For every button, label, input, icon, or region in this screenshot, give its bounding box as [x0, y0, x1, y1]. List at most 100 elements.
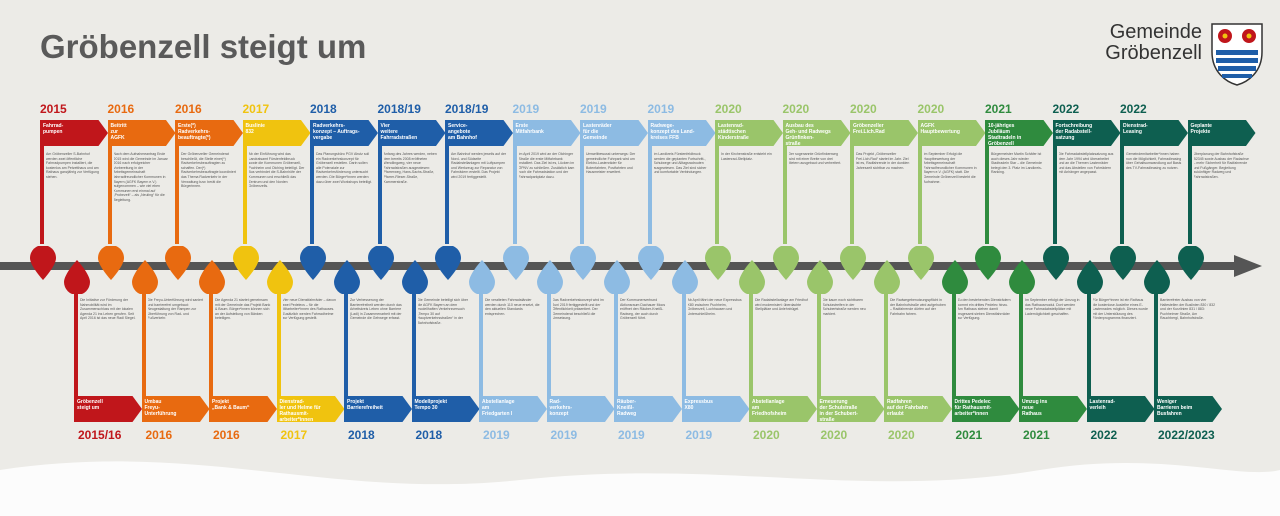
milestone-connector — [816, 292, 821, 396]
milestone-description: Im September erfolgt der Umzug in das Ra… — [1025, 298, 1080, 316]
milestone-description: Die Initiative zur Förderung der Nahmobi… — [80, 298, 136, 321]
milestone-description: Gemeindemitarbeiter*innen haben nun die … — [1126, 152, 1182, 170]
milestone-connector — [1052, 146, 1057, 244]
milestone-pin-icon — [1009, 260, 1035, 295]
milestone-year: 2020 — [850, 102, 877, 116]
municipality-logo: Gemeinde Gröbenzell — [1090, 22, 1272, 92]
milestone-label: Rad- verkehrs- konzept — [546, 396, 615, 422]
milestone-label: Radwege- konzept des Land- kreises FFB — [647, 120, 716, 146]
milestone-description: In der Kirchenstraße entsteht ein Lasten… — [721, 152, 772, 161]
milestone-year: 2019 — [550, 428, 578, 442]
milestone-year: 2022 — [1120, 102, 1147, 116]
milestone-pin-icon — [165, 245, 191, 280]
logo-text: Gemeinde Gröbenzell — [1090, 22, 1202, 64]
milestone-pin-icon — [840, 245, 866, 280]
milestone-description: Überplanung der Bahnhofstraße B2345 sowi… — [1193, 152, 1249, 179]
milestone-year: 2016 — [175, 102, 202, 116]
milestone-pin-icon — [536, 260, 563, 295]
milestone-year: 2022 — [1090, 428, 1118, 442]
milestone-year: 2018/19 — [377, 102, 421, 116]
milestone-label: Erste Mitfahrbank — [512, 120, 581, 146]
milestone-connector — [175, 146, 179, 244]
milestone-connector — [951, 292, 956, 396]
milestone-label: Beitritt zur AGFK — [107, 120, 176, 146]
milestone-pin-icon — [604, 260, 630, 295]
milestone-pin-icon — [1042, 245, 1069, 280]
milestone-year: 2018 — [310, 102, 337, 116]
milestone-description: Umweltbewusst unterwegs: Der gemeindlich… — [586, 152, 636, 175]
milestone-year: 2020 — [888, 428, 915, 442]
milestone-connector — [209, 292, 213, 396]
milestone-label: Expressbus X80 — [681, 396, 750, 422]
milestone-label: 10-jähriges Jubiläum Stadtradeln in Gröb… — [985, 120, 1053, 146]
milestone-pin-icon — [435, 245, 461, 280]
milestone-description: Die kaum noch sichtbaren Schutzstreifen … — [822, 298, 866, 316]
timeline-axis — [0, 262, 1250, 270]
milestone-connector — [917, 146, 922, 244]
milestone-year: 2020 — [753, 428, 780, 442]
milestone-label: Abstellanlage am Friedgarten I — [479, 396, 547, 422]
milestone-connector — [647, 146, 652, 244]
milestone-label: Weniger Barrieren beim Busfahren — [1154, 396, 1222, 422]
milestone-connector — [310, 146, 314, 244]
milestone-pin-icon — [874, 260, 900, 295]
milestone-pin-icon — [772, 245, 799, 280]
milestone-label: Projekt „Bank & Baum“ — [209, 396, 277, 422]
milestone-pin-icon — [97, 245, 124, 280]
milestone-pin-icon — [502, 245, 529, 280]
milestone-label: Projekt Barrierefreiheit — [344, 396, 412, 422]
milestone-description: Die Radwegebenutzungspflicht in der Bahn… — [890, 298, 946, 316]
milestone-pin-icon — [1177, 245, 1204, 280]
milestone-year: 2022 — [1052, 102, 1080, 116]
milestone-label: Ausbau des Geh- und Radwegs Grünfinken- … — [782, 120, 851, 146]
milestone-description: Der Kommunenverbund Aktionsraum Dachauer… — [620, 298, 666, 321]
milestone-year: 2020 — [715, 102, 742, 116]
milestone-pin-icon — [941, 260, 968, 295]
milestone-label: Modellprojekt Tempo 30 — [411, 396, 480, 422]
page-title: Gröbenzell steigt um — [40, 28, 367, 65]
milestone-description: Ab der Einführung wird das Landratsamt F… — [248, 152, 305, 189]
milestone-pin-icon — [300, 245, 326, 280]
milestone-pin-icon — [739, 260, 765, 295]
milestone-description: Die veralteten Fahrradständer werden dur… — [485, 298, 540, 316]
milestone-label: Vier weitere Fahrradstraßen — [377, 120, 446, 146]
milestone-year: 2019 — [580, 102, 607, 116]
milestone-connector — [40, 146, 44, 244]
logo-line2: Gröbenzell — [1105, 42, 1202, 64]
milestone-description: Das Projekt „Gröbenzeller Frei.Lich.Rad“… — [856, 152, 910, 170]
milestone-label: Gröbenzell steigt um — [74, 396, 142, 422]
milestone-description: Im September Erfolgt die Hauptbewertung … — [923, 152, 977, 184]
milestone-connector — [782, 146, 787, 244]
milestone-pin-icon — [975, 245, 1001, 280]
milestone-connector — [749, 292, 753, 396]
milestone-pin-icon — [806, 260, 833, 295]
milestone-pin-icon — [266, 260, 293, 295]
milestone-description: Das Planungsbüro PGV Alrutz soll ein Rad… — [316, 152, 372, 184]
milestone-description: Der Gröbenzeller Gemeinderat beschließt,… — [181, 152, 236, 189]
milestone-label: Dienstrad- Leasing — [1120, 120, 1188, 146]
logo-line1: Gemeinde — [1109, 21, 1202, 43]
milestone-year: 2018/19 — [445, 102, 489, 116]
milestone-year: 2020 — [782, 102, 810, 116]
milestone-year: 2021 — [955, 428, 983, 442]
milestone-pin-icon — [64, 260, 90, 295]
milestone-year: 2019 — [618, 428, 645, 442]
milestone-pin-icon — [401, 260, 428, 295]
milestone-pin-icon — [1076, 260, 1103, 295]
milestone-pin-icon — [232, 245, 259, 280]
